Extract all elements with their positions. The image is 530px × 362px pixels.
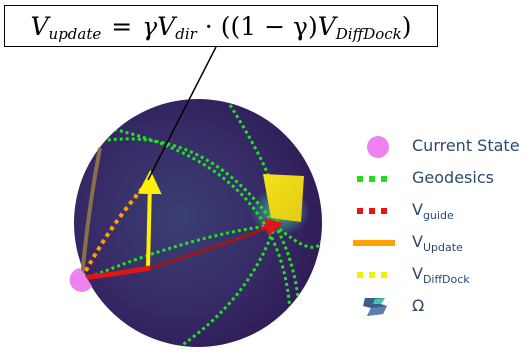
v-diffdock-swatch [357, 272, 393, 278]
omega-swatch-icon [363, 298, 387, 316]
v-guide-swatch [357, 208, 393, 214]
formula-lhs: Vupdate [30, 11, 102, 43]
formula-equals: = [111, 11, 133, 41]
legend-item-current-state: Current State [345, 132, 530, 162]
formula-box: Vupdate = γ Vdir · ((1 − γ) VDiffDock ) [4, 5, 438, 47]
sphere [74, 99, 322, 347]
formula-gamma: γ [142, 11, 158, 41]
legend-item-v-guide: Vguide [345, 196, 530, 226]
geodesics-swatch [357, 176, 393, 182]
v-guide-tail [149, 223, 276, 270]
formula-mid: ((1 − γ) [220, 11, 318, 41]
legend-item-v-update: VUpdate [345, 228, 530, 258]
current-state-swatch [367, 136, 389, 158]
legend-label-omega: Ω [412, 296, 425, 315]
brown-path [80, 147, 102, 279]
legend-item-omega: Ω [345, 292, 530, 322]
legend-label-v-guide: Vguide [412, 200, 454, 222]
legend-label-geodesics: Geodesics [412, 168, 494, 187]
legend-label-v-diffdock: VDiffDock [412, 264, 470, 286]
current-state [69, 268, 92, 292]
formula-vdiffdock: VDiffDock [317, 11, 402, 43]
legend-label-current-state: Current State [412, 136, 520, 155]
legend-label-v-update: VUpdate [412, 232, 463, 254]
v-guide-arrow [81, 265, 151, 281]
formula-vdir: Vdir [157, 11, 197, 43]
formula-pointer [147, 46, 217, 181]
formula-dot: · [204, 11, 213, 41]
v-guide-head [261, 218, 284, 236]
omega-region [263, 174, 304, 222]
v-update-swatch [353, 240, 395, 246]
legend-item-v-diffdock: VDiffDock [345, 260, 530, 290]
legend-item-geodesics: Geodesics [345, 164, 530, 194]
v-update-arrow [137, 170, 162, 269]
formula-close: ) [401, 11, 412, 41]
swatch-dot [367, 136, 389, 158]
